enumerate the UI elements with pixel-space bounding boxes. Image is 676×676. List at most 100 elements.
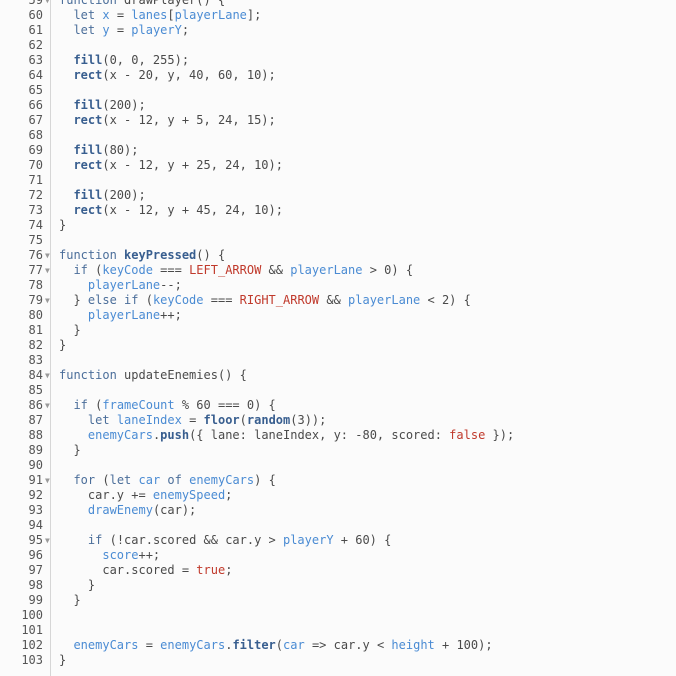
fold-arrow-icon[interactable]: ▼ bbox=[45, 401, 50, 410]
fold-arrow-icon[interactable]: ▼ bbox=[45, 266, 50, 275]
code-token: ; bbox=[225, 488, 233, 502]
code-line[interactable]: 79▼ } else if (keyCode === RIGHT_ARROW &… bbox=[0, 293, 676, 308]
code-line[interactable]: 59▼function drawPlayer() { bbox=[0, 0, 676, 8]
code-line[interactable]: 75 bbox=[0, 233, 676, 248]
code-line[interactable]: 78 playerLane--; bbox=[0, 278, 676, 293]
line-number: 78 bbox=[28, 278, 43, 292]
code-line[interactable]: 72 fill(200); bbox=[0, 188, 676, 203]
fold-arrow-icon[interactable]: ▼ bbox=[45, 0, 50, 5]
code-token bbox=[59, 413, 88, 427]
code-token: . bbox=[225, 638, 233, 652]
code-line[interactable]: 88 enemyCars.push({ lane: laneIndex, y: … bbox=[0, 428, 676, 443]
code-token: (car); bbox=[152, 503, 197, 517]
code-text: for (let car of enemyCars) { bbox=[59, 473, 275, 488]
code-line[interactable]: 89 } bbox=[0, 443, 676, 458]
code-line[interactable]: 94 bbox=[0, 518, 676, 533]
code-line[interactable]: 101 bbox=[0, 623, 676, 638]
code-token: let bbox=[109, 473, 139, 487]
code-line[interactable]: 67 rect(x - 12, y + 5, 24, 15); bbox=[0, 113, 676, 128]
code-line[interactable]: 87 let laneIndex = floor(random(3)); bbox=[0, 413, 676, 428]
code-line[interactable]: 74} bbox=[0, 218, 676, 233]
code-token: keyCode bbox=[102, 263, 153, 277]
code-token: + 60) { bbox=[333, 533, 392, 547]
code-text: let y = playerY; bbox=[59, 23, 189, 38]
code-token bbox=[59, 158, 73, 172]
code-token: if bbox=[73, 398, 96, 412]
line-number: 74 bbox=[28, 218, 43, 232]
code-token: else if bbox=[87, 293, 146, 307]
code-token: < 2) { bbox=[420, 293, 471, 307]
line-number: 82 bbox=[28, 338, 43, 352]
code-line[interactable]: 102 enemyCars = enemyCars.filter(car => … bbox=[0, 638, 676, 653]
code-token: laneIndex bbox=[116, 413, 182, 427]
code-line[interactable]: 77▼ if (keyCode === LEFT_ARROW && player… bbox=[0, 263, 676, 278]
code-token: && bbox=[261, 263, 291, 277]
code-line[interactable]: 93 drawEnemy(car); bbox=[0, 503, 676, 518]
code-token: }); bbox=[485, 428, 515, 442]
code-token: frameCount bbox=[102, 398, 175, 412]
code-line[interactable]: 91▼ for (let car of enemyCars) { bbox=[0, 473, 676, 488]
fold-arrow-icon[interactable]: ▼ bbox=[45, 251, 50, 260]
code-line[interactable]: 62 bbox=[0, 38, 676, 53]
code-line[interactable]: 65 bbox=[0, 83, 676, 98]
code-text: playerLane--; bbox=[59, 278, 182, 293]
code-line[interactable]: 60 let x = lanes[playerLane]; bbox=[0, 8, 676, 23]
code-line[interactable]: 80 playerLane++; bbox=[0, 308, 676, 323]
line-number: 92 bbox=[28, 488, 43, 502]
line-number: 99 bbox=[28, 593, 43, 607]
code-line[interactable]: 85 bbox=[0, 383, 676, 398]
code-line[interactable]: 61 let y = playerY; bbox=[0, 23, 676, 38]
line-number: 60 bbox=[28, 8, 43, 22]
code-line[interactable]: 98 } bbox=[0, 578, 676, 593]
code-token: if bbox=[73, 263, 96, 277]
code-line[interactable]: 90 bbox=[0, 458, 676, 473]
code-token: (x - 12, y + 5, 24, 15); bbox=[102, 113, 276, 127]
code-text: score++; bbox=[59, 548, 160, 563]
code-line[interactable]: 63 fill(0, 0, 255); bbox=[0, 53, 676, 68]
fold-arrow-icon[interactable]: ▼ bbox=[45, 476, 50, 485]
line-number: 84 bbox=[28, 368, 43, 382]
code-line[interactable]: 100 bbox=[0, 608, 676, 623]
code-line[interactable]: 71 bbox=[0, 173, 676, 188]
line-number: 89 bbox=[28, 443, 43, 457]
code-line[interactable]: 103} bbox=[0, 653, 676, 668]
code-token: filter bbox=[232, 638, 276, 652]
code-line[interactable]: 83 bbox=[0, 353, 676, 368]
code-token: = bbox=[181, 413, 204, 427]
code-line[interactable]: 81 } bbox=[0, 323, 676, 338]
code-line[interactable]: 86▼ if (frameCount % 60 === 0) { bbox=[0, 398, 676, 413]
code-line[interactable]: 97 car.scored = true; bbox=[0, 563, 676, 578]
code-line[interactable]: 70 rect(x - 12, y + 25, 24, 10); bbox=[0, 158, 676, 173]
code-token: . bbox=[152, 428, 161, 442]
fold-arrow-icon[interactable]: ▼ bbox=[45, 536, 50, 545]
line-number: 68 bbox=[28, 128, 43, 142]
code-token: (3)); bbox=[290, 413, 327, 427]
code-line[interactable]: 69 fill(80); bbox=[0, 143, 676, 158]
code-line[interactable]: 92 car.y += enemySpeed; bbox=[0, 488, 676, 503]
code-token: height bbox=[391, 638, 435, 652]
code-line[interactable]: 96 score++; bbox=[0, 548, 676, 563]
code-text: rect(x - 12, y + 5, 24, 15); bbox=[59, 113, 276, 128]
code-token: LEFT_ARROW bbox=[189, 263, 262, 277]
code-line[interactable]: 66 fill(200); bbox=[0, 98, 676, 113]
fold-arrow-icon[interactable]: ▼ bbox=[45, 371, 50, 380]
code-token: (0, 0, 255); bbox=[102, 53, 190, 67]
code-line[interactable]: 82} bbox=[0, 338, 676, 353]
code-token: = bbox=[109, 8, 132, 22]
code-token bbox=[59, 143, 73, 157]
code-token: } bbox=[59, 593, 81, 607]
code-token: (!car.scored && car.y > bbox=[109, 533, 283, 547]
code-line[interactable]: 73 rect(x - 12, y + 45, 24, 10); bbox=[0, 203, 676, 218]
code-line[interactable]: 64 rect(x - 20, y, 40, 60, 10); bbox=[0, 68, 676, 83]
code-line[interactable]: 76▼function keyPressed() { bbox=[0, 248, 676, 263]
code-token: enemyCars bbox=[189, 473, 255, 487]
code-line[interactable]: 68 bbox=[0, 128, 676, 143]
code-line[interactable]: 84▼function updateEnemies() { bbox=[0, 368, 676, 383]
code-token: car.scored = bbox=[59, 563, 197, 577]
fold-arrow-icon[interactable]: ▼ bbox=[45, 296, 50, 305]
code-token: rect bbox=[73, 68, 103, 82]
code-line[interactable]: 95▼ if (!car.scored && car.y > playerY +… bbox=[0, 533, 676, 548]
code-line[interactable]: 99 } bbox=[0, 593, 676, 608]
